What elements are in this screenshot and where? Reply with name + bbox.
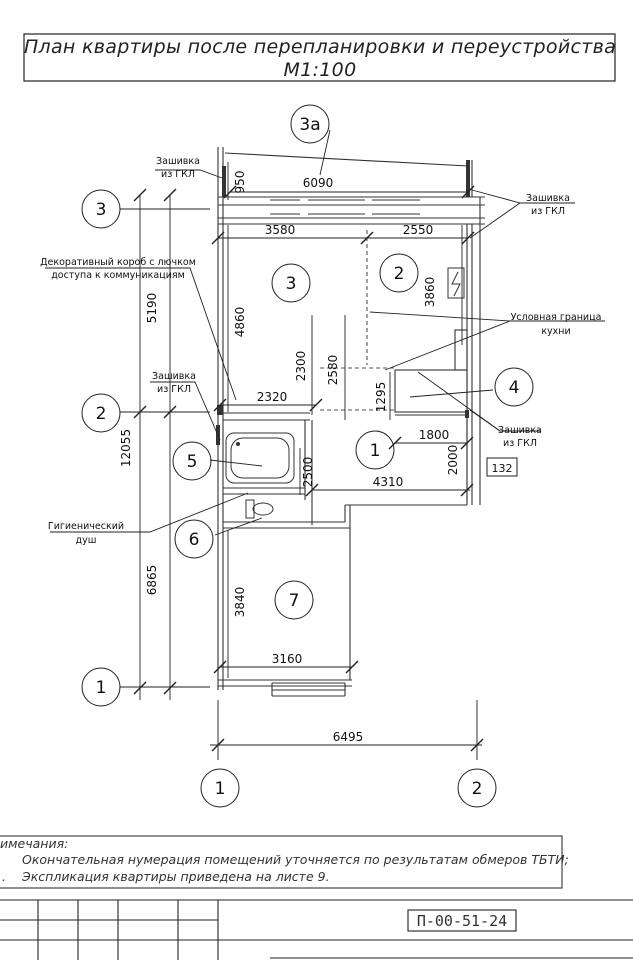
- label-shower-1: Гигиенический: [48, 521, 124, 532]
- room-5-label: 5: [187, 452, 198, 472]
- label-gkl-left-2: из ГКЛ: [157, 384, 191, 395]
- room-6-label: 6: [189, 530, 200, 550]
- room-3a-label: 3а: [299, 115, 320, 135]
- walls: [217, 147, 485, 760]
- label-gkl-right-2: из ГКЛ: [531, 206, 565, 217]
- axis-left-2: 2: [96, 404, 107, 424]
- notes-line2: Экспликация квартиры приведена на листе …: [21, 869, 330, 884]
- leader-lines: [45, 129, 605, 536]
- notes-line2-num: .: [2, 869, 6, 884]
- dim-3840: 3840: [233, 587, 247, 618]
- dim-1295: 1295: [374, 382, 388, 413]
- room-4-label: 4: [509, 378, 520, 398]
- dim-6495: 6495: [333, 730, 364, 744]
- notes-heading: имечания:: [0, 836, 68, 851]
- plan-title: План квартиры после перепланировки и пер…: [24, 36, 616, 58]
- dim-12055: 12055: [119, 429, 133, 467]
- dim-2000: 2000: [446, 445, 460, 476]
- room-2-label: 2: [394, 264, 405, 284]
- dim-3160: 3160: [272, 652, 303, 666]
- label-kitchen-border-1: Условная граница: [511, 312, 602, 323]
- label-kitchen-border-2: кухни: [541, 326, 570, 337]
- label-gkl-mid-2: из ГКЛ: [503, 438, 537, 449]
- room-3-label: 3: [286, 274, 297, 294]
- dim-2500: 2500: [301, 457, 315, 488]
- label-gkl-top-left-2: из ГКЛ: [161, 169, 195, 180]
- dim-6090: 6090: [303, 176, 334, 190]
- notes-block: имечания: Окончательная нумерация помеще…: [0, 835, 569, 889]
- room-7-label: 7: [289, 591, 300, 611]
- dim-2580: 2580: [326, 355, 340, 386]
- stamp-code: П-00-51-24: [417, 912, 507, 930]
- dimension-labels: 6090 950 3580 2550 4860 3860 5190 12055 …: [119, 171, 460, 744]
- label-gkl-left-1: Зашивка: [152, 371, 196, 382]
- label-gkl-top-left-1: Зашивка: [156, 156, 200, 167]
- room-markers: [172, 104, 534, 620]
- plan-scale: М1:100: [284, 59, 357, 81]
- axis-left-3: 3: [96, 200, 107, 220]
- dim-6865: 6865: [145, 565, 159, 596]
- dim-5190: 5190: [145, 293, 159, 324]
- dim-4310: 4310: [373, 475, 404, 489]
- axis-bottom-2: 2: [472, 779, 483, 799]
- dim-2320: 2320: [257, 390, 288, 404]
- label-shower-2: душ: [76, 535, 97, 546]
- dim-1800: 1800: [419, 428, 450, 442]
- room-1-label: 1: [370, 441, 381, 461]
- dim-3860: 3860: [423, 277, 437, 308]
- axis-markers: [81, 189, 497, 808]
- label-gkl-mid-1: Зашивка: [498, 425, 542, 436]
- stamp-block: [0, 899, 633, 960]
- callout-labels: Зашивка из ГКЛ Зашивка из ГКЛ Декоративн…: [40, 156, 601, 546]
- dim-2300: 2300: [294, 351, 308, 382]
- label-decor-1: Декоративный короб с лючком: [40, 257, 196, 268]
- stove-icon: [447, 267, 465, 299]
- dim-4860: 4860: [233, 307, 247, 338]
- toilet: [245, 499, 274, 519]
- axis-left-1: 1: [96, 678, 107, 698]
- label-decor-2: доступа к коммуникациям: [51, 270, 185, 281]
- dim-950: 950: [233, 171, 247, 194]
- axis-bottom-1: 1: [215, 779, 226, 799]
- label-gkl-right-1: Зашивка: [526, 193, 570, 204]
- dim-2550: 2550: [403, 223, 434, 237]
- bathtub: [225, 432, 295, 484]
- room-132-label: 132: [492, 462, 513, 475]
- title-block: План квартиры после перепланировки и пер…: [23, 33, 616, 82]
- dim-3580: 3580: [265, 223, 296, 237]
- dimension-lines: [120, 162, 484, 752]
- notes-line1: Окончательная нумерация помещений уточня…: [22, 852, 569, 867]
